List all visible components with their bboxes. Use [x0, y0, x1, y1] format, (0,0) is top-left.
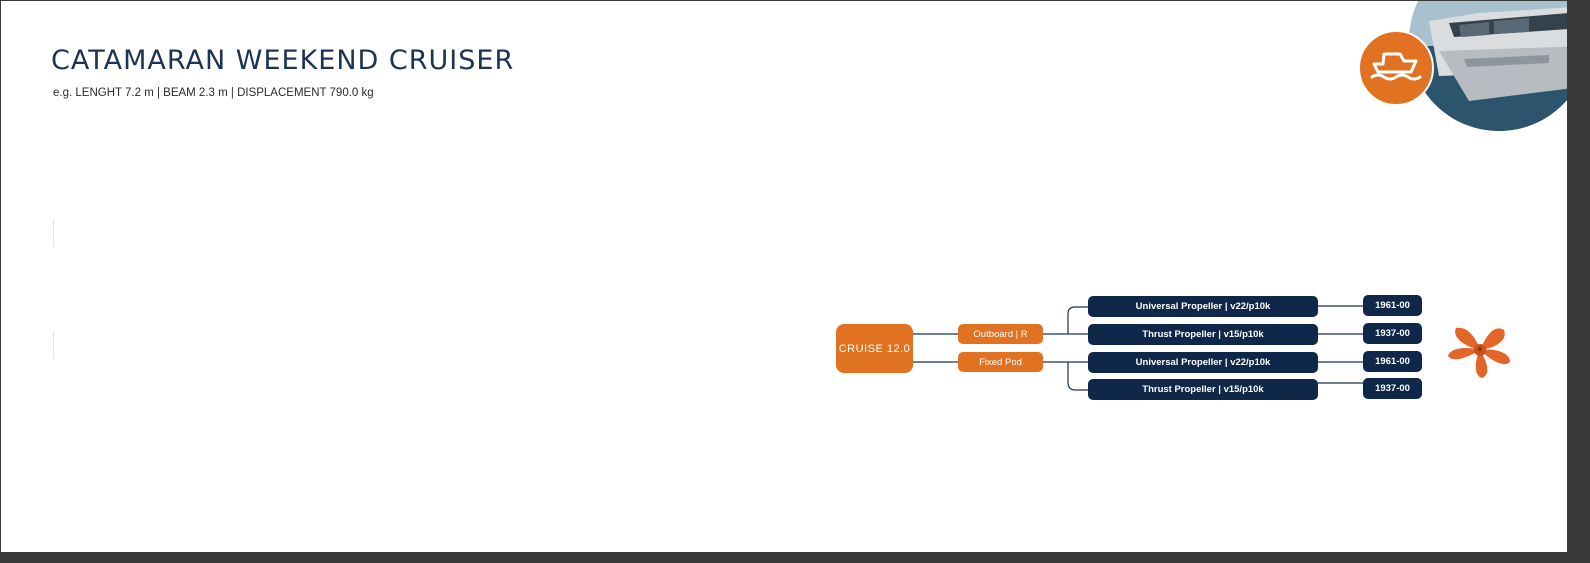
root-node[interactable]: CRUISE 12.0 [836, 324, 913, 373]
boat-badge [1358, 30, 1434, 106]
part-code-node[interactable]: 1961-00 [1363, 295, 1422, 316]
page: CATAMARAN WEEKEND CRUISER e.g. LENGHT 7.… [1, 1, 1567, 552]
propeller-node[interactable]: Universal Propeller | v22/p10k [1088, 296, 1318, 317]
boat-icon [1370, 50, 1422, 87]
connector-line [1043, 361, 1088, 391]
propeller-node[interactable]: Universal Propeller | v22/p10k [1088, 352, 1318, 373]
propeller-icon [1444, 319, 1516, 386]
part-code-node[interactable]: 1937-00 [1363, 323, 1422, 344]
part-code-node[interactable]: 1961-00 [1363, 351, 1422, 372]
page-title: CATAMARAN WEEKEND CRUISER [51, 45, 515, 76]
propeller-node[interactable]: Thrust Propeller | v15/p10k [1088, 379, 1318, 400]
propeller-node[interactable]: Thrust Propeller | v15/p10k [1088, 324, 1318, 345]
divider [53, 331, 54, 359]
mount-node-fixed-pod[interactable]: Fixed Pod [958, 352, 1043, 372]
boat-specs: e.g. LENGHT 7.2 m | BEAM 2.3 m | DISPLAC… [53, 87, 374, 99]
catamaran-photo [1409, 1, 1567, 131]
divider [53, 219, 54, 247]
connector-line [1043, 306, 1088, 335]
diagram-connectors [913, 305, 1363, 391]
mount-node-outboard[interactable]: Outboard | R [958, 324, 1043, 344]
part-code-node[interactable]: 1937-00 [1363, 378, 1422, 399]
